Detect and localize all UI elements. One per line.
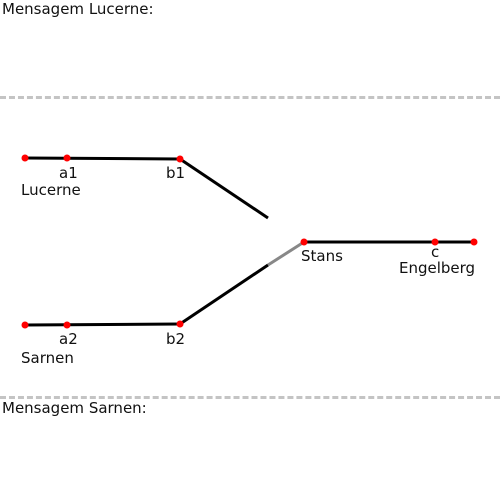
label-lucerne: Lucerne xyxy=(21,181,81,199)
node-stans xyxy=(300,238,308,246)
node-a1 xyxy=(63,154,71,162)
divider-bottom xyxy=(0,396,500,399)
message-sarnen-label: Mensagem Sarnen: xyxy=(2,399,147,417)
label-b1: b1 xyxy=(166,164,185,182)
node-b2 xyxy=(176,320,184,328)
node-sarnen xyxy=(21,321,29,329)
label-sarnen: Sarnen xyxy=(21,349,74,367)
label-a1: a1 xyxy=(59,164,78,182)
node-c xyxy=(431,238,439,246)
label-engelberg: Engelberg xyxy=(399,259,475,277)
node-engelberg xyxy=(470,238,478,246)
label-b2: b2 xyxy=(166,330,185,348)
node-a2 xyxy=(63,321,71,329)
track-sarnen-b2 xyxy=(24,322,181,327)
label-a2: a2 xyxy=(59,330,78,348)
divider-top xyxy=(0,96,500,99)
label-stans: Stans xyxy=(301,247,343,265)
track-b1-junction xyxy=(179,157,269,220)
track-lucerne-b1 xyxy=(24,156,181,161)
node-b1 xyxy=(176,155,184,163)
message-lucerne-label: Mensagem Lucerne: xyxy=(2,0,154,18)
node-lucerne xyxy=(21,154,29,162)
label-c: c xyxy=(431,243,439,261)
track-b2-junction xyxy=(179,263,269,326)
switch-segment xyxy=(267,240,305,267)
